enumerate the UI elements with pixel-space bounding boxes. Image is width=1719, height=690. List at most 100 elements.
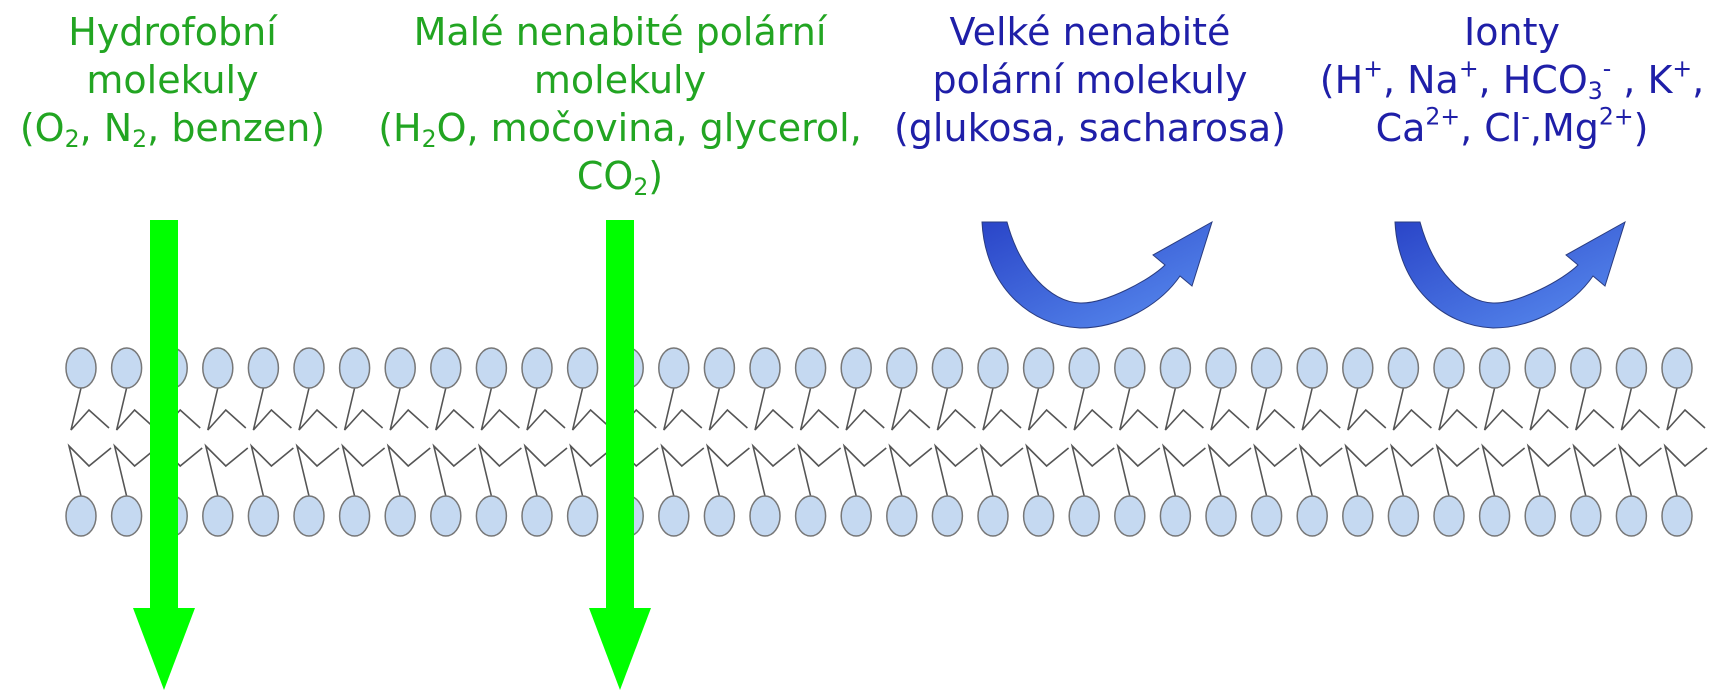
lipid-tail-inner <box>1070 443 1115 497</box>
lipid-head-outer <box>1068 347 1100 389</box>
lipid-tail-outer <box>663 387 703 431</box>
lipid-tail-outer <box>754 387 794 431</box>
lipid-head-outer <box>977 347 1009 389</box>
lipid-head-inner <box>521 495 553 537</box>
lipid-tail-outer <box>845 387 885 431</box>
small-polar-permeation-arrow <box>589 220 651 690</box>
lipid-tail-outer <box>343 387 384 431</box>
ions-blocked-arrow <box>1394 220 1626 329</box>
lipid-head-inner <box>1387 495 1420 537</box>
lipid-head-outer <box>1661 347 1693 389</box>
lipid-tail-outer <box>1210 387 1250 431</box>
small-polar-molecules-label: Malé nenabité polární molekuly (H2O, moč… <box>350 8 890 200</box>
lipid-tail-outer <box>1483 387 1524 431</box>
lipid-head-outer <box>430 347 462 389</box>
hydrophobic-permeation-arrow <box>133 220 195 690</box>
lipid-tail-outer <box>799 387 840 431</box>
lipid-head-outer <box>338 347 371 389</box>
large-polar-blocked-arrow <box>981 220 1213 329</box>
lipid-head-outer <box>1524 347 1556 389</box>
lipid-head-inner <box>1615 495 1648 537</box>
ions-label: Ionty (H+, Na+, HCO3- , K+, Ca2+, Cl-,Mg… <box>1305 8 1719 152</box>
lipid-head-inner <box>703 495 736 537</box>
lipid-tail-inner <box>113 443 158 497</box>
lipid-head-outer <box>794 347 827 389</box>
lipid-tail-inner <box>1253 443 1298 497</box>
lipid-tail-outer <box>1301 387 1341 431</box>
lipid-tail-inner <box>1207 443 1252 497</box>
lipid-tail-outer <box>1666 387 1706 431</box>
lipid-tail-outer <box>571 387 612 431</box>
lipid-tail-inner <box>523 443 568 497</box>
lipid-tail-outer <box>389 387 429 431</box>
lipid-head-outer <box>1615 347 1648 389</box>
small-polar-examples-cont: CO2) <box>576 154 664 201</box>
lipid-head-inner <box>749 495 781 537</box>
lipid-head-inner <box>1296 495 1328 537</box>
lipid-head-outer <box>1387 347 1420 389</box>
lipid-heads <box>65 347 1693 537</box>
ions-examples-line1: (H+, Na+, HCO3- , K+, <box>1319 54 1705 105</box>
lipid-tail-outer <box>1620 387 1660 431</box>
lipid-tail-inner <box>477 443 522 497</box>
lipid-tail-inner <box>1617 443 1662 497</box>
lipid-tail-outer <box>252 387 292 431</box>
lipid-tail-inner <box>1435 443 1480 497</box>
lipid-tail-inner <box>1389 443 1434 497</box>
lipid-tail-inner <box>1344 443 1389 497</box>
lipid-head-inner <box>840 495 872 537</box>
lipid-tail-outer <box>1392 387 1432 431</box>
lipid-head-outer <box>1433 347 1465 389</box>
lipid-head-outer <box>566 347 599 389</box>
lipid-head-inner <box>1570 495 1602 537</box>
hydrophobic-molecules-label: Hydrofobní molekuly (O2, N2, benzen) <box>0 8 345 152</box>
lipid-tail-outer <box>1529 387 1569 431</box>
lipid-head-outer <box>703 347 736 389</box>
lipid-tail-outer <box>480 387 520 431</box>
lipid-head-inner <box>658 495 690 537</box>
lipid-tail-outer <box>298 387 338 431</box>
lipid-tail-inner <box>432 443 477 497</box>
lipid-tail-inner <box>797 443 842 497</box>
lipid-head-inner <box>1433 495 1465 537</box>
lipid-tail-outer <box>1073 387 1113 431</box>
lipid-head-outer <box>475 347 508 389</box>
lipid-tail-inner <box>569 443 614 497</box>
lipid-head-outer <box>521 347 553 389</box>
lipid-head-inner <box>1342 495 1374 537</box>
lipid-head-inner <box>293 495 325 537</box>
lipid-tail-inner <box>1663 443 1708 497</box>
lipid-tail-outer <box>1027 387 1068 431</box>
lipid-head-outer <box>384 347 416 389</box>
ions-title: Ionty <box>1464 10 1560 54</box>
lipid-tail-inner <box>933 443 978 497</box>
lipid-tail-inner <box>295 443 340 497</box>
small-polar-examples: (H2O, močovina, glycerol, <box>378 106 862 153</box>
hydrophobic-title-line2: molekuly <box>86 58 259 102</box>
lipid-head-inner <box>1524 495 1556 537</box>
large-polar-title-line1: Velké nenabité <box>949 10 1231 54</box>
lipid-head-inner <box>1250 495 1283 537</box>
lipid-head-inner <box>566 495 599 537</box>
lipid-head-outer <box>749 347 781 389</box>
lipid-tail-inner <box>1161 443 1206 497</box>
lipid-head-outer <box>1296 347 1328 389</box>
lipid-head-inner <box>202 495 234 537</box>
large-polar-examples: (glukosa, sacharosa) <box>893 106 1287 150</box>
lipid-tails <box>67 387 1708 497</box>
hydrophobic-examples: (O2, N2, benzen) <box>19 106 326 153</box>
lipid-tail-outer <box>1575 387 1615 431</box>
lipid-head-inner <box>1068 495 1100 537</box>
lipid-tail-inner <box>341 443 386 497</box>
lipid-tail-inner <box>1025 443 1070 497</box>
lipid-head-inner <box>1205 495 1237 537</box>
lipid-tail-outer <box>115 387 156 431</box>
lipid-tail-outer <box>526 387 566 431</box>
lipid-head-inner <box>1661 495 1693 537</box>
lipid-tail-inner <box>1572 443 1617 497</box>
lipid-head-inner <box>1114 495 1146 537</box>
lipid-head-inner <box>110 495 143 537</box>
small-polar-title-line1: Malé nenabité polární <box>413 10 827 54</box>
lipid-head-outer <box>1205 347 1237 389</box>
